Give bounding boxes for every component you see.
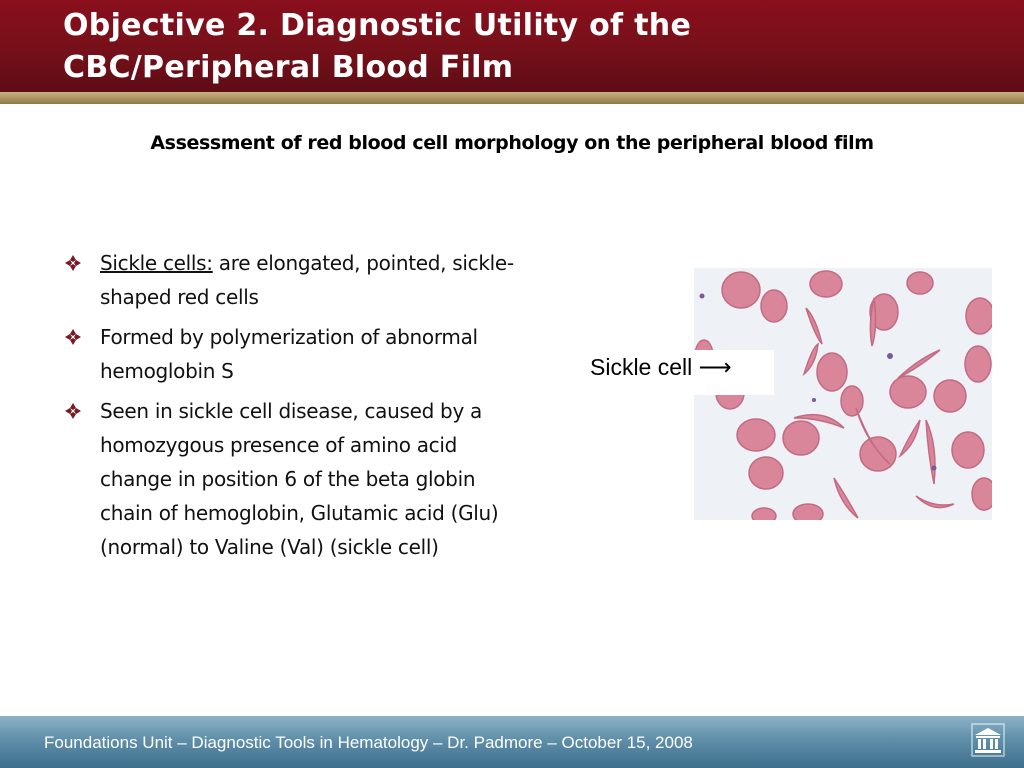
slide-title-line-1: Objective 2. Diagnostic Utility of the xyxy=(63,8,692,43)
bullet-term: Sickle cells: xyxy=(100,251,213,275)
diamond-bullet-icon xyxy=(65,403,81,419)
sickle-cell-caption: Sickle cell ⟶ xyxy=(590,354,732,380)
slide-title-line-2: CBC/Peripheral Blood Film xyxy=(63,50,514,85)
slide-title: Objective 2. Diagnostic Utility of the C… xyxy=(63,5,1003,89)
footer-text: Foundations Unit – Diagnostic Tools in H… xyxy=(44,733,693,752)
bullet-text: are elongated, pointed, sickle-shaped re… xyxy=(100,251,514,309)
slide-footer-bar xyxy=(0,716,1024,768)
diamond-bullet-icon xyxy=(65,255,81,271)
bullet-item: Formed by polymerization of abnormal hem… xyxy=(62,320,532,388)
bullet-text: Formed by polymerization of abnormal hem… xyxy=(100,325,478,383)
header-gold-stripe xyxy=(0,92,1024,104)
diamond-bullet-icon xyxy=(65,329,81,345)
bullet-list: Sickle cells: are elongated, pointed, si… xyxy=(62,246,532,570)
bullet-text: Seen in sickle cell disease, caused by a… xyxy=(100,399,499,559)
caption-background xyxy=(578,350,774,395)
university-building-icon xyxy=(971,723,1005,757)
slide-header-bar xyxy=(0,0,1024,92)
bullet-item: Seen in sickle cell disease, caused by a… xyxy=(62,394,532,564)
slide-subtitle: Assessment of red blood cell morphology … xyxy=(150,132,874,154)
bullet-item: Sickle cells: are elongated, pointed, si… xyxy=(62,246,532,314)
